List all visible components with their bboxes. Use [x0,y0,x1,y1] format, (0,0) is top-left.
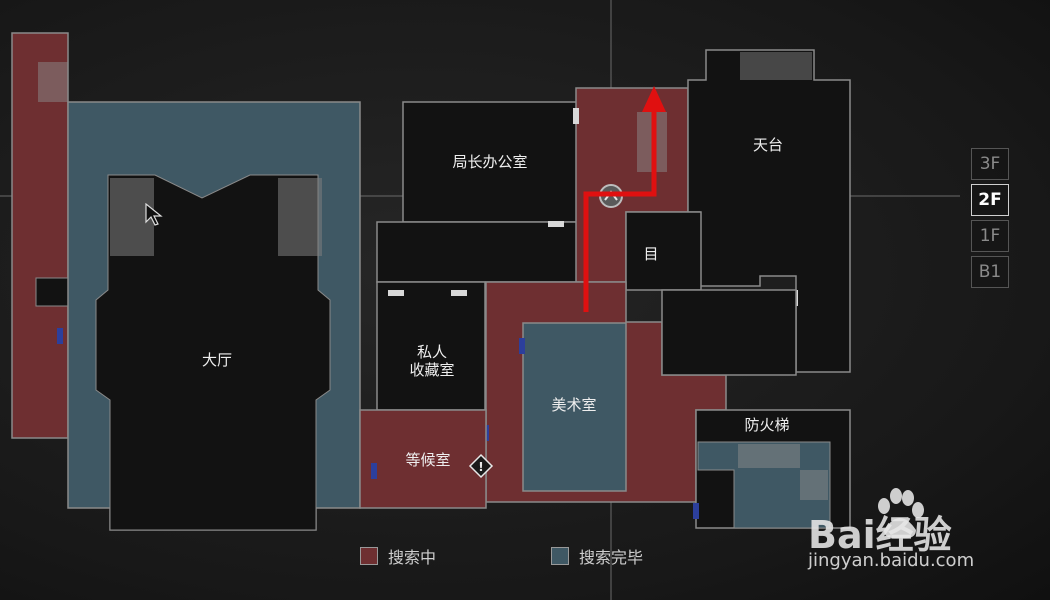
fire-escape-steps [738,444,800,468]
west-stairs [38,62,68,102]
room-label-lobby: 大厅 [201,351,233,369]
east-hall[interactable] [661,289,797,376]
route-path [583,108,657,312]
room-label-rooftop: 天台 [752,136,784,154]
lobby-door [57,328,63,344]
collection-door-1 [388,290,404,296]
private-collection-room[interactable] [376,281,486,411]
lobby-inner [95,174,331,531]
fire-escape-steps-2 [800,470,828,500]
floor-button-3f[interactable]: 3F [971,148,1009,180]
collection-door-2 [451,290,467,296]
room-label-mark: 目 [643,245,659,263]
legend-complete-label: 搜索完毕 [579,548,644,567]
upper-door [548,221,564,227]
paw-logo [878,488,924,539]
room-label-art-room: 美术室 [551,396,597,414]
room-label-fire-escape: 防火梯 [744,416,790,434]
west-closet [35,277,69,307]
watermark-url: jingyan.baidu.com [808,550,975,571]
searching-swatch [360,547,378,565]
legend-searching: 搜索中 [360,545,436,567]
rooftop-stairs [740,52,812,80]
legend-searching-label: 搜索中 [388,548,437,567]
art-room-door [519,338,525,354]
watermark-brand: Bai经验 [808,513,952,557]
chief-office-room[interactable] [402,101,579,223]
art-room[interactable] [522,322,627,492]
floor-button-2f[interactable]: 2F [971,184,1009,216]
mark-room[interactable] [625,211,702,291]
floor-selector[interactable]: 3F 2F 1F B1 [971,148,1009,292]
fire-escape-door [693,503,699,519]
upper-corridor-room [376,221,578,283]
floor-button-1f[interactable]: 1F [971,220,1009,252]
alert-mark: ! [478,460,483,474]
room-label-chief-office: 局长办公室 [452,153,528,171]
north-door [573,108,579,124]
room-label-waiting-room: 等候室 [405,451,451,469]
room-label-private-collection: 私人 收藏室 [409,343,455,379]
route-arrowhead-icon [642,86,666,112]
complete-swatch [551,547,569,565]
lobby-stairs-right [278,178,322,256]
legend-search-complete: 搜索完毕 [551,545,643,567]
alert-icon[interactable] [468,453,494,479]
waiting-room[interactable] [359,409,487,509]
baidu-watermark: Bai经验 jingyan.baidu.com [808,486,1038,576]
floor-button-b1[interactable]: B1 [971,256,1009,288]
mouse-cursor-icon [145,203,163,226]
waiting-room-door [371,463,377,479]
